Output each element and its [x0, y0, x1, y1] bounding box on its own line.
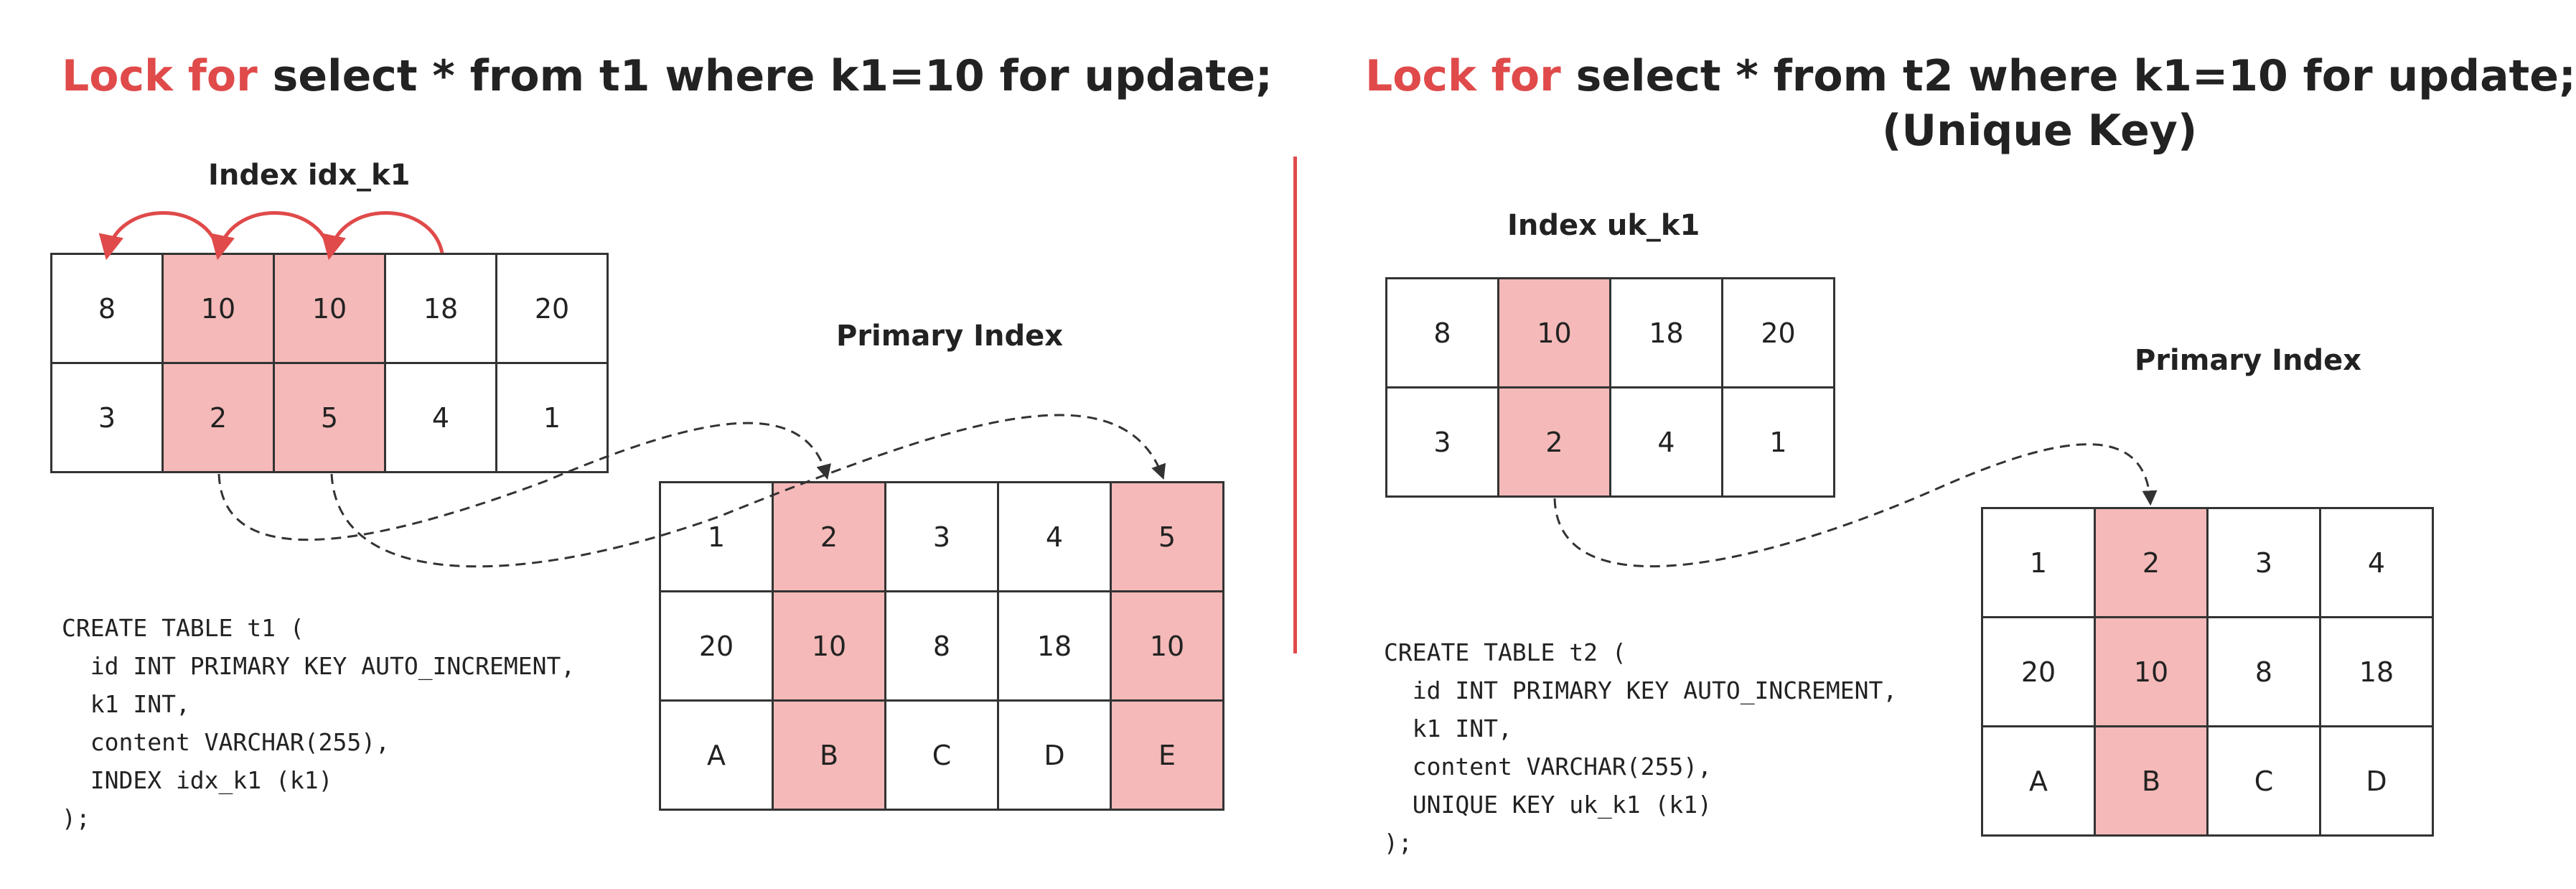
- left-secondary-index-label: Index idx_k1: [208, 159, 411, 192]
- right-primary-k1-cell: 8: [2209, 618, 2321, 727]
- left-sql-line: k1 INT,: [62, 690, 190, 718]
- right-sql-line: UNIQUE KEY uk_k1 (k1): [1384, 791, 1712, 819]
- right-secondary-keys-cell: 20: [1723, 279, 1835, 388]
- right-secondary-keys-cell: 18: [1611, 279, 1723, 388]
- left-primary-content-cell: C: [886, 702, 999, 811]
- right-primary-ids-cell: 3: [2209, 509, 2321, 618]
- right-primary-content-cell: B: [2096, 727, 2209, 837]
- left-title-query: select * from t1 where k1=10 for update;: [272, 51, 1273, 101]
- right-primary-k1-cell: 10: [2096, 618, 2209, 727]
- left-create-table-sql: CREATE TABLE t1 ( id INT PRIMARY KEY AUT…: [62, 609, 575, 837]
- right-subtitle: (Unique Key): [1882, 106, 2198, 156]
- right-primary-index-label: Primary Index: [2135, 344, 2362, 377]
- right-primary-content-cell: A: [1983, 727, 2096, 837]
- gap-lock-arrow-1: [98, 211, 221, 261]
- right-secondary-ids-cell: 1: [1723, 388, 1835, 498]
- left-sql-line: CREATE TABLE t1 (: [62, 614, 304, 642]
- left-primary-index-label: Primary Index: [836, 320, 1064, 353]
- right-primary-k1-cell: 18: [2321, 618, 2434, 727]
- left-title-prefix: Lock for: [62, 51, 258, 101]
- left-primary-ids-cell: 2: [774, 483, 886, 592]
- left-secondary-keys-cell: 20: [497, 255, 609, 364]
- left-secondary-ids-cell: 3: [52, 364, 164, 473]
- right-title: Lock for select * from t2 where k1=10 fo…: [1365, 55, 2576, 98]
- right-title-prefix: Lock for: [1365, 51, 1561, 101]
- left-primary-ids-cell: 4: [999, 483, 1112, 592]
- left-title: Lock for select * from t1 where k1=10 fo…: [62, 55, 1273, 98]
- right-title-query: select * from t2 where k1=10 for update;: [1575, 51, 2576, 101]
- left-secondary-ids-cell: 1: [497, 364, 609, 473]
- left-primary-content-cell: A: [661, 702, 774, 811]
- left-sql-line: INDEX idx_k1 (k1): [62, 766, 333, 794]
- right-sql-line: id INT PRIMARY KEY AUTO_INCREMENT,: [1384, 676, 1898, 704]
- left-sql-line: id INT PRIMARY KEY AUTO_INCREMENT,: [62, 652, 576, 680]
- left-primary-ids-cell: 3: [886, 483, 999, 592]
- left-primary-content-cell: D: [999, 702, 1112, 811]
- left-primary-k1-cell: 20: [661, 592, 774, 702]
- left-primary-k1-cell: 10: [774, 592, 886, 702]
- right-secondary-keys-cell: 8: [1387, 279, 1499, 388]
- right-sql-line: k1 INT,: [1384, 715, 1512, 743]
- right-primary-content-cell: C: [2209, 727, 2321, 837]
- right-sql-line: );: [1384, 829, 1413, 857]
- right-primary-k1-cell: 20: [1983, 618, 2096, 727]
- right-secondary-ids-cell: 2: [1499, 388, 1611, 498]
- left-primary-content-cell: B: [774, 702, 886, 811]
- panel-divider: [1293, 157, 1297, 653]
- right-sql-line: content VARCHAR(255),: [1384, 753, 1712, 781]
- right-secondary-index-label: Index uk_k1: [1507, 209, 1700, 242]
- right-primary-ids-cell: 2: [2096, 509, 2209, 618]
- left-secondary-ids-cell: 5: [275, 364, 386, 473]
- right-primary-ids-cell: 1: [1983, 509, 2096, 618]
- left-secondary-keys-cell: 8: [52, 255, 164, 364]
- left-primary-k1-cell: 8: [886, 592, 999, 702]
- left-primary-k1-cell: 18: [999, 592, 1112, 702]
- left-sql-line: );: [62, 804, 90, 832]
- left-primary-k1-cell: 10: [1112, 592, 1224, 702]
- left-primary-ids-cell: 1: [661, 483, 774, 592]
- right-primary-ids-cell: 4: [2321, 509, 2434, 618]
- left-primary-ids-cell: 5: [1112, 483, 1224, 592]
- left-secondary-keys-cell: 10: [164, 255, 275, 364]
- right-secondary-ids-cell: 4: [1611, 388, 1723, 498]
- left-sql-line: content VARCHAR(255),: [62, 728, 390, 756]
- left-secondary-ids-cell: 4: [386, 364, 497, 473]
- right-sql-line: CREATE TABLE t2 (: [1384, 638, 1626, 666]
- right-primary-content-cell: D: [2321, 727, 2434, 837]
- left-primary-content-cell: E: [1112, 702, 1224, 811]
- left-secondary-keys-cell: 10: [275, 255, 386, 364]
- right-create-table-sql: CREATE TABLE t2 ( id INT PRIMARY KEY AUT…: [1384, 633, 1897, 862]
- left-secondary-ids-cell: 2: [164, 364, 275, 473]
- right-secondary-ids-cell: 3: [1387, 388, 1499, 498]
- left-secondary-keys-cell: 18: [386, 255, 497, 364]
- right-secondary-keys-cell: 10: [1499, 279, 1611, 388]
- gap-lock-arrow-3: [321, 211, 444, 261]
- gap-lock-arrow-2: [210, 211, 332, 261]
